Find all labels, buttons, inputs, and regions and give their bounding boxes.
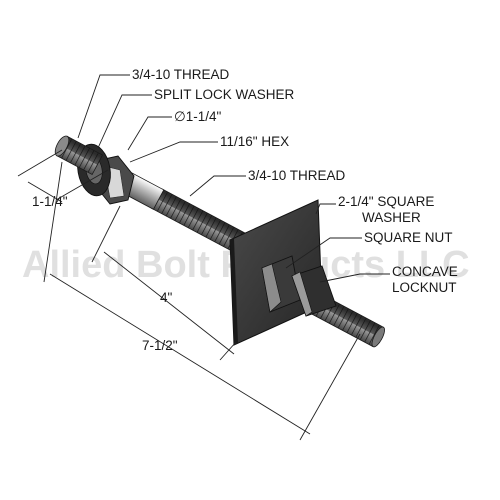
label-hex: 11/16" HEX [220, 134, 289, 149]
leader-lines [77, 74, 390, 283]
plate-edge [230, 238, 238, 345]
dim-thread-end: 1-1/4" [32, 194, 68, 209]
dim-4-inch: 4" [160, 290, 173, 305]
label-thread-top: 3/4-10 THREAD [132, 67, 230, 82]
label-diameter: ∅1-1/4" [174, 109, 222, 124]
label-concave-line1: CONCAVE [392, 264, 458, 279]
label-thread-mid: 3/4-10 THREAD [248, 168, 346, 183]
label-split-lock-washer: SPLIT LOCK WASHER [154, 87, 295, 102]
label-square-nut: SQUARE NUT [364, 230, 453, 245]
concave-locknut [291, 265, 337, 317]
rod-front-face [54, 135, 70, 157]
rod-end-face [371, 326, 385, 348]
label-square-washer-line1: 2-1/4" SQUARE [338, 194, 434, 209]
dimension-lines [17, 149, 361, 441]
bolt-assembly [54, 135, 385, 348]
dim-7-5-inch: 7-1/2" [142, 338, 178, 353]
label-concave-line2: LOCKNUT [392, 280, 457, 295]
label-square-washer-line2: WASHER [362, 210, 421, 225]
